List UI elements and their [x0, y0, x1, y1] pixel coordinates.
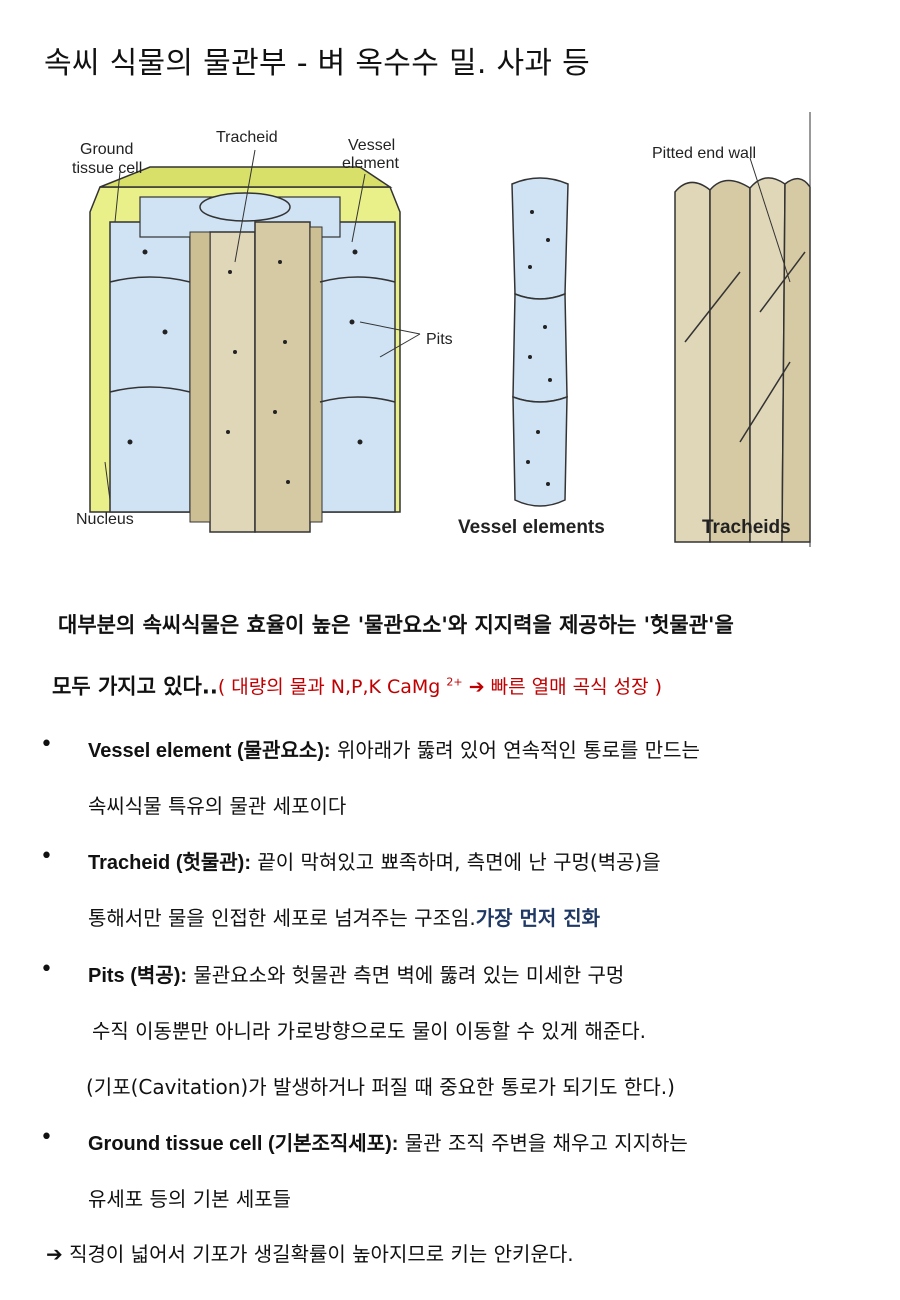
- summary-line-1: 대부분의 속씨식물은 효율이 높은 '물관요소'와 지지력을 제공하는 '헛물관…: [58, 613, 734, 637]
- bullet-icon: •: [40, 1125, 53, 1150]
- arrow-icon: ➔: [468, 676, 485, 699]
- def-pits-1: 물관요소와 헛물관 측면 벽에 뚫려 있는 미세한 구멍: [193, 963, 625, 987]
- def-ground-tissue-cell-2: 유세포 등의 기본 세포들: [88, 1187, 292, 1211]
- xylem-block-diagram: [89, 149, 421, 533]
- label-vessel-elements: Vessel elements: [458, 517, 605, 538]
- label-ground-tissue-cell-1: Ground: [80, 141, 133, 158]
- summary-red-sup: 2+: [446, 676, 463, 689]
- def-pits-2: 수직 이동뿐만 아니라 가로방향으로도 물이 이동할 수 있게 해준다.: [92, 1019, 647, 1043]
- term-vessel-element: Vessel element (물관요소):: [88, 740, 331, 762]
- summary-red-a: ( 대량의 물과 N,P,K CaMg: [217, 676, 441, 699]
- term-ground-tissue-cell: Ground tissue cell (기본조직세포):: [88, 1133, 399, 1155]
- summary-paragraph: 대부분의 속씨식물은 효율이 높은 '물관요소'와 지지력을 제공하는 '헛물관…: [52, 596, 872, 716]
- summary-red-b: 빠른 열매 곡식 성장 ): [490, 676, 663, 699]
- conclusion-line: ➔ 직경이 넓어서 기포가 생길확률이 높아지므로 키는 안키운다.: [46, 1242, 574, 1266]
- summary-bold: 모두 가지고 있다..: [52, 674, 218, 699]
- def-tracheid-2: 통해서만 물을 인접한 세포로 넘겨주는 구조임.: [88, 906, 476, 930]
- label-vessel-element-1: Vessel: [348, 137, 395, 154]
- bullet-icon: •: [40, 844, 53, 869]
- label-pits: Pits: [426, 331, 453, 348]
- label-tracheid: Tracheid: [216, 129, 278, 146]
- term-pits: Pits (벽공):: [88, 965, 188, 987]
- page-title: 속씨 식물의 물관부 - 벼 옥수수 밀. 사과 등: [44, 46, 591, 81]
- def-pits-3: (기포(Cavitation)가 발생하거나 퍼질 때 중요한 통로가 되기도 …: [86, 1075, 675, 1099]
- tracheid-highlight: 가장 먼저 진화: [475, 906, 601, 930]
- def-tracheid-1: 끝이 막혀있고 뾰족하며, 측면에 난 구멍(벽공)을: [257, 850, 661, 874]
- tracheids-column: [674, 112, 811, 547]
- label-nucleus: Nucleus: [76, 511, 134, 528]
- summary-red-note: ( 대량의 물과 N,P,K CaMg 2+ ➔ 빠른 열매 곡식 성장 ): [218, 676, 662, 698]
- summary-line-2: 모두 가지고 있다..( 대량의 물과 N,P,K CaMg 2+ ➔ 빠른 열…: [52, 654, 872, 716]
- bullet-icon: •: [40, 732, 53, 757]
- def-vessel-element-2: 속씨식물 특유의 물관 세포이다: [88, 794, 347, 818]
- bullet-icon: •: [40, 957, 53, 982]
- term-tracheid: Tracheid (헛물관):: [88, 852, 251, 874]
- label-vessel-element-2: element: [342, 155, 399, 172]
- label-ground-tissue-cell-2: tissue cell: [72, 160, 142, 177]
- xylem-illustration: Ground tissue cell Tracheid Vessel eleme…: [72, 112, 811, 547]
- def-vessel-element-1: 위아래가 뚫려 있어 연속적인 통로를 만드는: [336, 738, 700, 762]
- def-ground-tissue-cell-1: 물관 조직 주변을 채우고 지지하는: [404, 1131, 688, 1155]
- vessel-elements-column: [511, 177, 569, 507]
- label-pitted-end-wall: Pitted end wall: [652, 145, 756, 162]
- label-tracheids: Tracheids: [702, 517, 791, 538]
- xylem-figure: Ground tissue cell Tracheid Vessel eleme…: [60, 112, 820, 552]
